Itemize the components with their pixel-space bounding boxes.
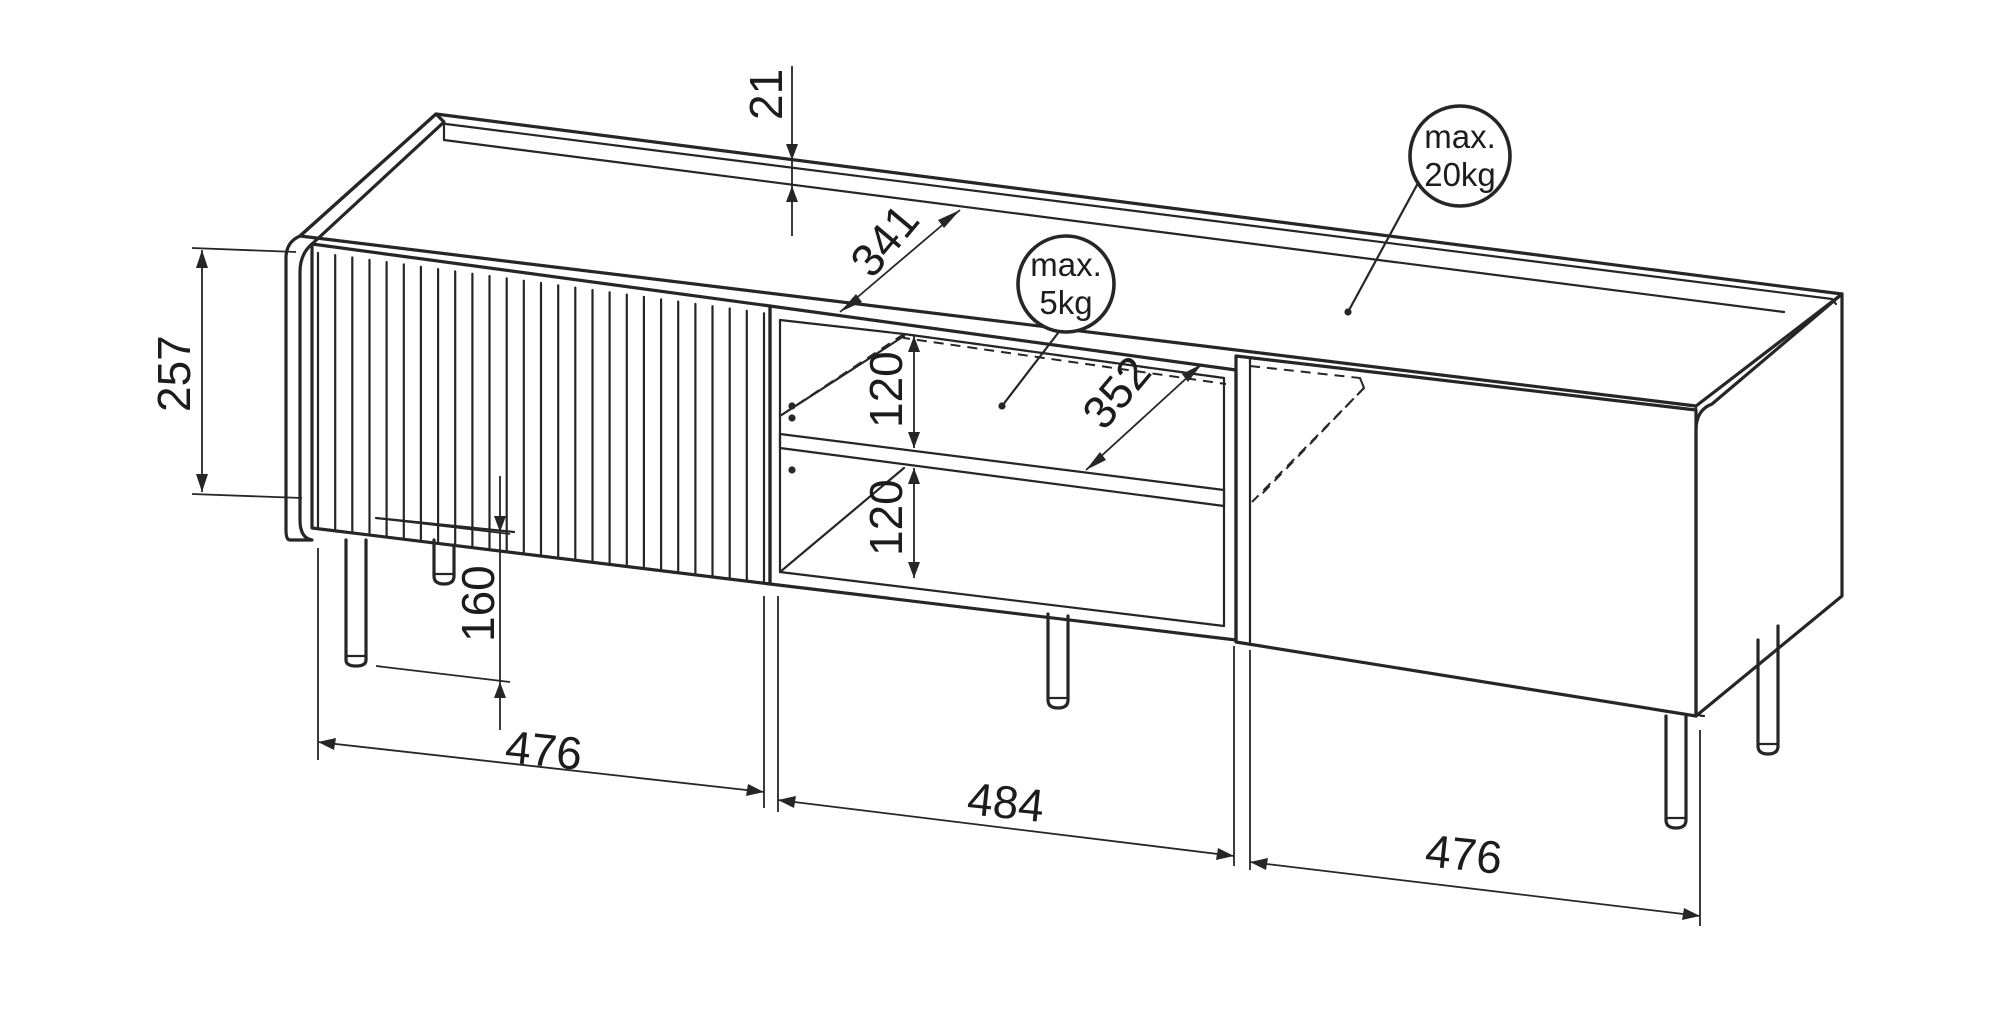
dim-label-top-thickness: 21 [740, 69, 792, 120]
dim-label-height: 257 [148, 335, 200, 412]
left-side-panel [284, 112, 446, 542]
dim-label-lower-depth: 352 [1072, 346, 1161, 438]
shelf-load-line2: 5kg [1039, 284, 1092, 321]
top-load-line1: max. [1424, 118, 1496, 155]
top-load-line2: 20kg [1424, 156, 1496, 193]
top-load-badge: max. 20kg [1408, 104, 1512, 208]
dim-label-width-middle: 484 [965, 772, 1047, 832]
dim-label-leg-height: 160 [452, 565, 504, 642]
door-flutes [316, 251, 766, 583]
shelf-pin-hole [788, 466, 796, 474]
dimension-lines [191, 66, 1701, 926]
dim-label-upper-depth: 341 [840, 194, 929, 286]
dim-label-width-right: 476 [1423, 824, 1505, 884]
shelf-pin-hole [788, 402, 796, 410]
dim-label-shelf-upper: 120 [860, 351, 912, 428]
shelf-load-point [998, 402, 1006, 410]
dim-label-shelf-lower: 120 [860, 479, 912, 556]
top-load-point [1344, 308, 1352, 316]
shelf-load-badge: max. 5kg [1016, 234, 1116, 334]
shelf-pin-hole [788, 414, 796, 422]
dim-label-width-left: 476 [503, 720, 585, 780]
right-door [1234, 354, 1698, 718]
right-side-panel [1694, 292, 1844, 718]
left-fluted-door [310, 242, 772, 586]
cabinet-legs [344, 538, 1780, 830]
middle-open-section [768, 304, 1238, 642]
shelf-load-line1: max. [1030, 246, 1102, 283]
